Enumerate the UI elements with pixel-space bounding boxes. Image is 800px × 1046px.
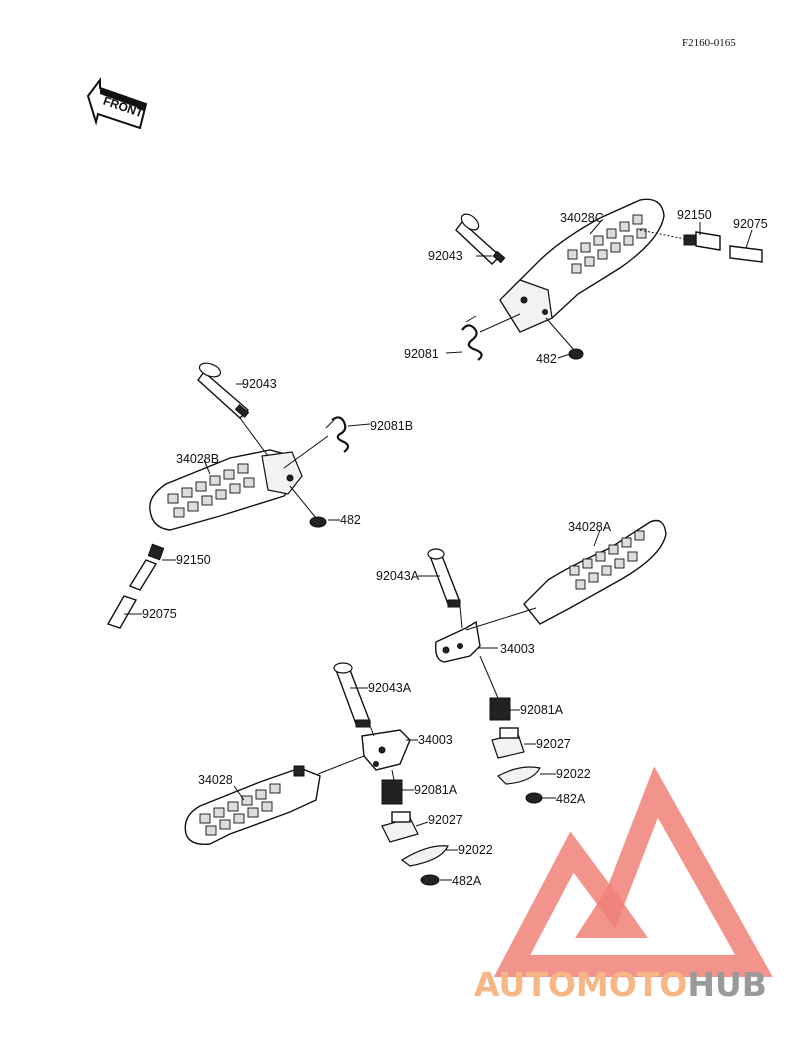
front-right-bracket bbox=[434, 620, 481, 663]
label-fl-bracket: 34003 bbox=[418, 733, 453, 747]
label-fl-ring: 482A bbox=[452, 874, 482, 888]
label-fl-pin: 92043A bbox=[368, 681, 412, 695]
front-right-spring bbox=[489, 697, 511, 721]
label-rr-pin: 92043 bbox=[428, 249, 463, 263]
front-right-ring bbox=[525, 792, 543, 804]
front-right-pin bbox=[427, 548, 461, 608]
front-left-ring bbox=[420, 874, 440, 886]
label-fr-pin: 92043A bbox=[376, 569, 420, 583]
label-rr-spring: 92081 bbox=[404, 347, 439, 361]
label-rl-pin: 92043 bbox=[242, 377, 277, 391]
label-fr-plate: 92022 bbox=[556, 767, 591, 781]
label-fl-footpeg: 34028 bbox=[198, 773, 233, 787]
rear-left-bolt bbox=[128, 543, 165, 591]
front-right-plate bbox=[497, 766, 541, 785]
label-rl-ring: 482 bbox=[340, 513, 361, 527]
label-rl-footpeg: 34028B bbox=[176, 452, 219, 466]
label-rl-cap: 92075 bbox=[142, 607, 177, 621]
watermark-text: AUTOMOTOHUB bbox=[474, 965, 767, 1004]
label-rr-cap: 92075 bbox=[733, 217, 768, 231]
label-rr-ring: 482 bbox=[536, 352, 557, 366]
front-left-bracket bbox=[361, 729, 411, 771]
rear-right-pin bbox=[455, 213, 506, 265]
label-fl-spring: 92081A bbox=[414, 783, 458, 797]
rear-right-footpeg bbox=[499, 198, 665, 333]
rear-left-footpeg-assembly bbox=[106, 362, 371, 629]
label-rr-bolt: 92150 bbox=[677, 208, 712, 222]
diagram-code: F2160-0165 bbox=[682, 37, 736, 49]
front-left-footpeg-assembly bbox=[184, 662, 458, 886]
label-rl-spring: 92081B bbox=[370, 419, 413, 433]
front-left-plate bbox=[400, 845, 449, 867]
rear-left-pin bbox=[197, 362, 250, 419]
label-fl-plate: 92022 bbox=[458, 843, 493, 857]
rear-right-bolt bbox=[683, 231, 721, 251]
label-fr-ring: 482A bbox=[556, 792, 586, 806]
watermark-part-b: HUB bbox=[687, 965, 767, 1004]
front-left-spring bbox=[381, 779, 403, 805]
watermark-logo-icon bbox=[493, 766, 773, 977]
front-right-footpeg-assembly bbox=[418, 519, 667, 804]
rear-right-ring bbox=[568, 348, 584, 360]
front-right-footpeg bbox=[523, 519, 667, 625]
label-fr-stopper: 92027 bbox=[536, 737, 571, 751]
front-left-stopper bbox=[381, 811, 419, 843]
front-left-pin bbox=[333, 662, 371, 728]
rear-left-spring bbox=[325, 416, 350, 453]
front-arrow-icon: FRONT bbox=[86, 77, 148, 130]
label-fr-spring: 92081A bbox=[520, 703, 564, 717]
label-fl-stopper: 92027 bbox=[428, 813, 463, 827]
rear-left-cap bbox=[106, 595, 138, 629]
label-rr-footpeg: 34028C bbox=[560, 211, 604, 225]
label-fr-footpeg: 34028A bbox=[568, 520, 612, 534]
rear-left-footpeg bbox=[149, 449, 303, 531]
front-left-footpeg bbox=[184, 765, 321, 845]
label-rl-bolt: 92150 bbox=[176, 553, 211, 567]
rear-left-ring bbox=[309, 516, 327, 528]
rear-right-cap bbox=[729, 245, 763, 263]
watermark-part-a: AUTOMOTO bbox=[474, 965, 687, 1004]
front-right-stopper bbox=[491, 727, 525, 759]
rear-right-footpeg-assembly bbox=[445, 198, 763, 361]
rear-right-spring bbox=[461, 315, 483, 361]
label-fr-bracket: 34003 bbox=[500, 642, 535, 656]
